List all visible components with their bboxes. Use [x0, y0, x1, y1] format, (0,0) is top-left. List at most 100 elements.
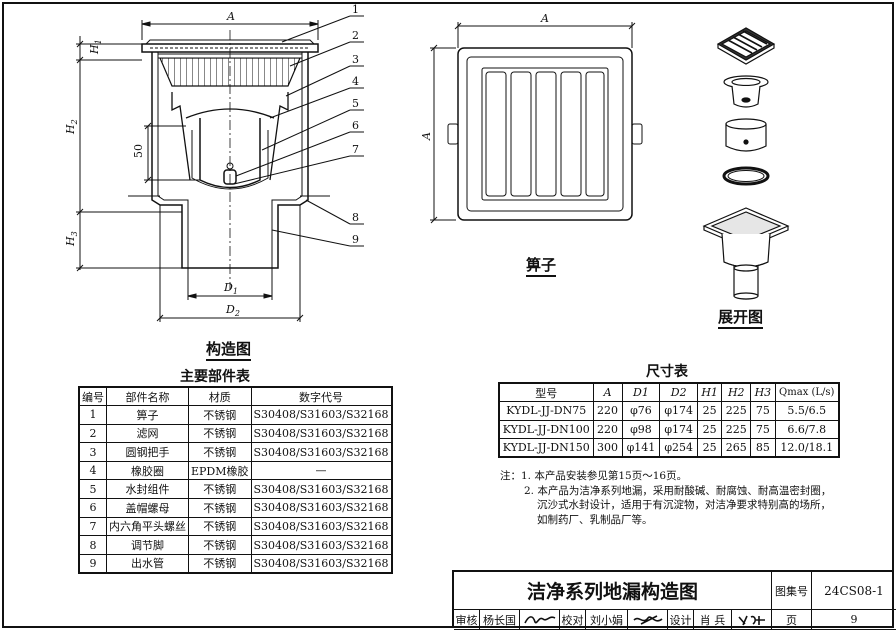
cell: 220 — [592, 401, 623, 421]
cell: 8 — [78, 535, 107, 555]
cell: EPDM橡胶 — [188, 460, 252, 481]
check-signature — [628, 610, 668, 630]
col-header: 编号 — [78, 386, 107, 407]
cell: 内六角平头螺丝 — [106, 516, 189, 537]
grate-dim-A-side: A — [420, 132, 433, 141]
callout-6: 6 — [352, 119, 359, 132]
cell: 75 — [750, 419, 776, 440]
dim-D1-label: D1 — [223, 281, 238, 296]
exploded-ring — [722, 166, 770, 186]
cell: S30408/S31603/S32168 — [250, 535, 393, 555]
note-line: 沉沙式水封设计，适用于有沉淀物，对洁净要求特别高的场所， — [537, 499, 831, 511]
design-label: 设计 — [668, 610, 694, 630]
construction-drawing — [76, 15, 364, 322]
grate-caption: 箅子 — [526, 254, 557, 277]
dim-D1-label-subscript: 1 — [233, 287, 238, 296]
parts-table-title: 主要部件表 — [180, 369, 250, 385]
cell: φ98 — [621, 419, 661, 440]
dim-H1-label-subscript: 1 — [94, 39, 103, 44]
cell: φ254 — [659, 438, 699, 458]
cell: 85 — [750, 438, 776, 458]
review-label: 审核 — [454, 610, 480, 630]
dim-H2-label: H2 — [64, 119, 79, 135]
drawing-title: 洁净系列地漏构造图 — [454, 572, 772, 610]
exploded-caption: 展开图 — [718, 306, 764, 329]
exploded-grate — [716, 27, 776, 65]
cell: φ76 — [621, 401, 661, 421]
col-header: 型号 — [498, 382, 594, 403]
cell: 25 — [697, 438, 723, 458]
cell: 75 — [750, 401, 776, 421]
grate-dim-A-top: A — [540, 12, 549, 25]
cell: 不锈钢 — [188, 535, 252, 555]
cell: 不锈钢 — [188, 405, 252, 425]
grate-plan-drawing — [430, 22, 643, 224]
cell: — — [250, 460, 393, 481]
cell: 不锈钢 — [188, 442, 252, 462]
dim-H2-label-subscript: 2 — [70, 119, 79, 125]
col-header: 部件名称 — [106, 386, 189, 407]
col-header: H1 — [697, 382, 723, 403]
page-number: 9 — [812, 610, 896, 630]
cell: 7 — [78, 516, 107, 537]
dim-50-label: 50 — [132, 144, 145, 158]
callout-8: 8 — [352, 211, 359, 224]
cell: 9 — [78, 553, 107, 574]
cell: 6 — [78, 498, 107, 518]
cell: S30408/S31603/S32168 — [250, 516, 393, 537]
cell: 25 — [697, 401, 723, 421]
exploded-body — [702, 207, 790, 300]
cell: 265 — [721, 438, 752, 458]
cell: 300 — [592, 438, 623, 458]
callout-3: 3 — [352, 53, 359, 66]
cell: 橡胶圈 — [106, 460, 189, 481]
note-line: 注：1. 本产品安装参见第15页～16页。 — [500, 470, 688, 482]
col-header: H2 — [721, 382, 752, 403]
dim-A-label: A — [226, 10, 235, 23]
review-signature — [520, 610, 560, 630]
cell: 滤网 — [106, 423, 189, 444]
cell: 调节脚 — [106, 535, 189, 555]
review-name: 杨长国 — [480, 610, 520, 630]
cell: 不锈钢 — [188, 553, 252, 574]
size-table-header: 型号 A D1 D2 H1 H2 H3 Qmax (L/s) — [498, 382, 840, 403]
cell: S30408/S31603/S32168 — [250, 442, 393, 462]
cell: 225 — [721, 419, 752, 440]
title-block: 洁净系列地漏构造图 图集号 24CS08-1 审核 杨长国 校对 刘小娟 设计 … — [452, 570, 896, 630]
cell: S30408/S31603/S32168 — [250, 423, 393, 444]
callout-1: 1 — [352, 3, 359, 16]
size-table-title: 尺寸表 — [646, 364, 688, 380]
dim-D2-label-subscript: 2 — [234, 309, 240, 318]
dim-H1-label: H1 — [88, 39, 103, 55]
cell: KYDL-JJ-DN100 — [498, 419, 594, 440]
col-header: H3 — [750, 382, 776, 403]
size-table: 型号 A D1 D2 H1 H2 H3 Qmax (L/s) KYDL-JJ-D… — [498, 382, 840, 459]
cell: 圆钢把手 — [106, 442, 189, 462]
atlas-number: 24CS08-1 — [812, 572, 896, 610]
parts-table-header: 编号 部件名称 材质 数字代号 — [78, 386, 393, 407]
cell: S30408/S31603/S32168 — [250, 498, 393, 518]
cell: 不锈钢 — [188, 498, 252, 518]
cell: 盖帽螺母 — [106, 498, 189, 518]
design-signature — [732, 610, 772, 630]
col-header: A — [592, 382, 623, 403]
construction-caption: 构造图 — [206, 338, 252, 361]
callout-2: 2 — [352, 29, 359, 42]
cell: 1 — [78, 405, 107, 425]
cell: φ141 — [621, 438, 661, 458]
col-header: D1 — [621, 382, 661, 403]
cell: 25 — [697, 419, 723, 440]
note-line: 2. 本产品为洁净系列地漏，采用耐酸碱、耐腐蚀、耐高温密封圈， — [524, 484, 832, 497]
cell: 不锈钢 — [188, 479, 252, 500]
dim-D2-label: D2 — [225, 303, 240, 318]
col-header: 数字代号 — [250, 386, 393, 407]
cell: 箅子 — [106, 405, 189, 425]
